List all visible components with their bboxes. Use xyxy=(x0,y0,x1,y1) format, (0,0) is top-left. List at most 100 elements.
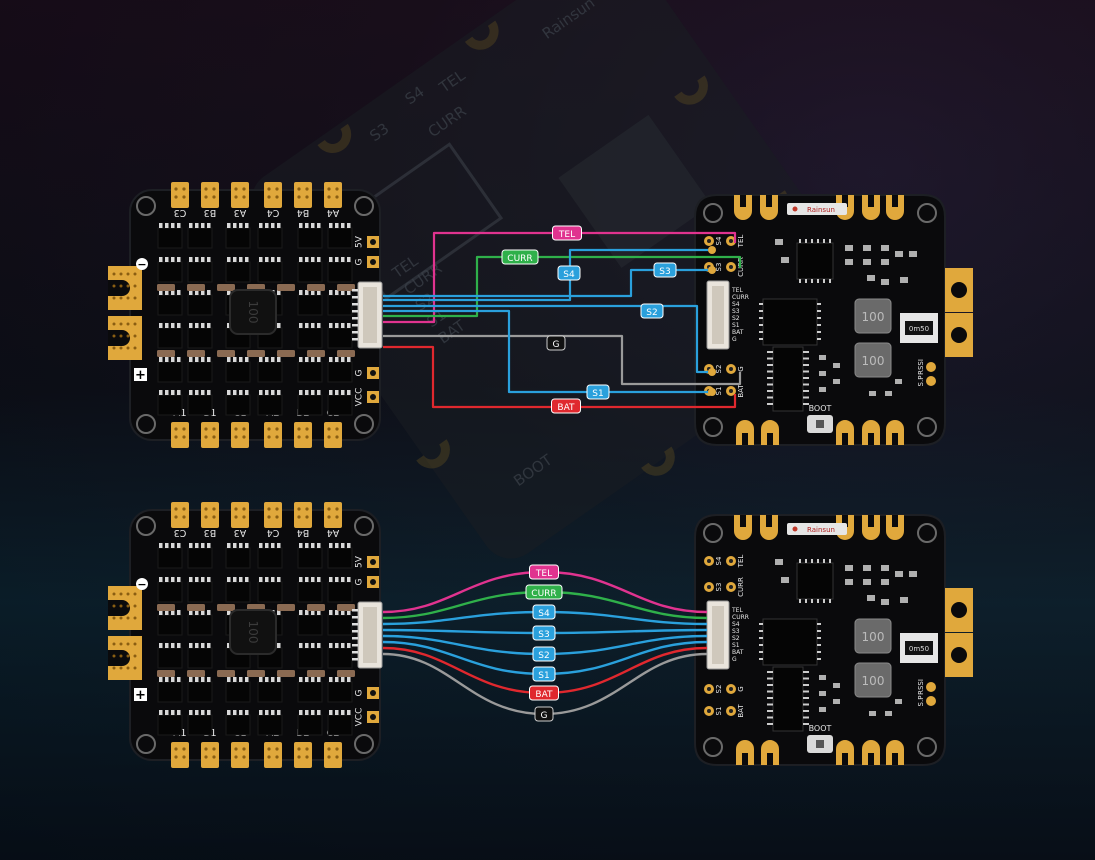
mosfet-pin xyxy=(265,257,269,262)
mosfet-pin xyxy=(317,677,321,682)
mcu-pin xyxy=(759,310,763,312)
mosfet-body xyxy=(157,581,183,603)
mosfet-pin xyxy=(347,257,351,262)
mosfet-body xyxy=(327,681,353,703)
mosfet xyxy=(297,323,323,349)
plus-symbol: + xyxy=(135,688,146,703)
signal-pad-label: G xyxy=(355,258,365,265)
wire-tag-s3: S3 xyxy=(532,625,556,641)
pad-dot xyxy=(112,616,116,620)
capacitor xyxy=(337,284,355,291)
mosfet-pin xyxy=(299,710,303,715)
mosfet-pin xyxy=(227,223,231,228)
fc-side-pad-hole xyxy=(951,282,967,298)
pad-dot xyxy=(204,195,208,199)
pad-dot xyxy=(112,592,116,596)
mcu-pin xyxy=(759,651,763,653)
mosfet-body xyxy=(297,681,323,703)
pad-dot xyxy=(133,604,137,608)
mosfet-pin xyxy=(227,577,231,582)
capacitor xyxy=(157,284,175,291)
pad-dot xyxy=(212,747,216,751)
mosfet-pin xyxy=(277,543,281,548)
smd-component xyxy=(881,245,889,251)
plus-symbol-bg xyxy=(134,688,147,701)
pad-dot xyxy=(133,322,137,326)
fc-board-body xyxy=(694,194,946,446)
motor-pad-top: A4 xyxy=(324,182,342,218)
pad-dot xyxy=(112,296,116,300)
mosfet-pin xyxy=(341,543,345,548)
pad-dot xyxy=(119,346,123,350)
mosfet-pin xyxy=(305,357,309,362)
pad-dot xyxy=(182,427,186,431)
solder-pad-label: S1 xyxy=(715,387,723,396)
mosfet-pin xyxy=(201,290,205,295)
mosfet-pin xyxy=(239,223,243,228)
mosfet-body xyxy=(157,681,183,703)
wire-tag-s1: S1 xyxy=(586,384,610,400)
plus-symbol: + xyxy=(135,368,146,383)
motor-pad xyxy=(264,502,282,528)
mosfet-pin xyxy=(299,390,303,395)
mosfet xyxy=(257,577,283,603)
smd-component xyxy=(885,711,892,716)
mounting-hole xyxy=(703,417,723,437)
chip-pin xyxy=(817,559,819,563)
battery-pad-plus xyxy=(108,316,142,360)
motor-pad-top: A3 xyxy=(231,182,249,218)
mosfet-pin xyxy=(311,610,315,615)
pad-dot xyxy=(133,296,137,300)
solder-pad-label: S2 xyxy=(715,365,723,374)
mosfet-pin xyxy=(233,677,237,682)
plus-symbol-bg xyxy=(134,368,147,381)
mosfet-pin xyxy=(201,610,205,615)
wire-g xyxy=(383,334,742,386)
esc-connector-pin xyxy=(352,338,358,341)
mosfet-pin xyxy=(335,223,339,228)
wire-tag-label: S2 xyxy=(538,651,549,661)
mosfet xyxy=(327,390,353,416)
mounting-hole xyxy=(136,516,156,536)
boot-button-cap xyxy=(816,740,824,748)
mcu-pin xyxy=(817,630,821,632)
pad-dot xyxy=(174,435,178,439)
reg-pin xyxy=(803,396,809,399)
capacitor xyxy=(247,670,265,677)
mosfet-body xyxy=(157,647,183,669)
wire-g xyxy=(382,652,708,716)
connector-pin-label: S2 xyxy=(732,315,740,322)
wire-bat xyxy=(383,345,737,409)
mosfet-body xyxy=(225,714,251,736)
mosfet-pin xyxy=(207,323,211,328)
mosfet-body xyxy=(157,227,183,249)
power-pad-hole xyxy=(370,714,376,720)
mosfet-pin xyxy=(299,643,303,648)
fc-top-pad-slot xyxy=(740,195,746,207)
mosfet-pin xyxy=(189,643,193,648)
mosfet-pin xyxy=(159,390,163,395)
mosfet-pin xyxy=(189,577,193,582)
mosfet xyxy=(157,610,183,636)
mosfet-pin xyxy=(227,677,231,682)
smd-component xyxy=(833,683,840,688)
chip-pin xyxy=(817,239,819,243)
mosfet-body xyxy=(187,294,213,316)
mosfet-pin xyxy=(177,577,181,582)
capacitor xyxy=(277,670,295,677)
mosfet-pin xyxy=(189,257,193,262)
motor-pad-label: A4 xyxy=(327,527,340,538)
mosfet-pin xyxy=(329,357,333,362)
solder-pad-label: S4 xyxy=(715,236,723,245)
power-pad-hole xyxy=(370,394,376,400)
reg-pin xyxy=(803,377,809,379)
mosfet xyxy=(327,710,353,736)
solder-pad-hole xyxy=(729,389,733,393)
mosfet-pin xyxy=(159,223,163,228)
reg-pin xyxy=(767,697,773,699)
reg-pin xyxy=(767,710,773,712)
mosfet-pin xyxy=(265,710,269,715)
fc-bottom-pad xyxy=(886,740,904,765)
wire-tag-curr: CURR xyxy=(525,584,563,600)
